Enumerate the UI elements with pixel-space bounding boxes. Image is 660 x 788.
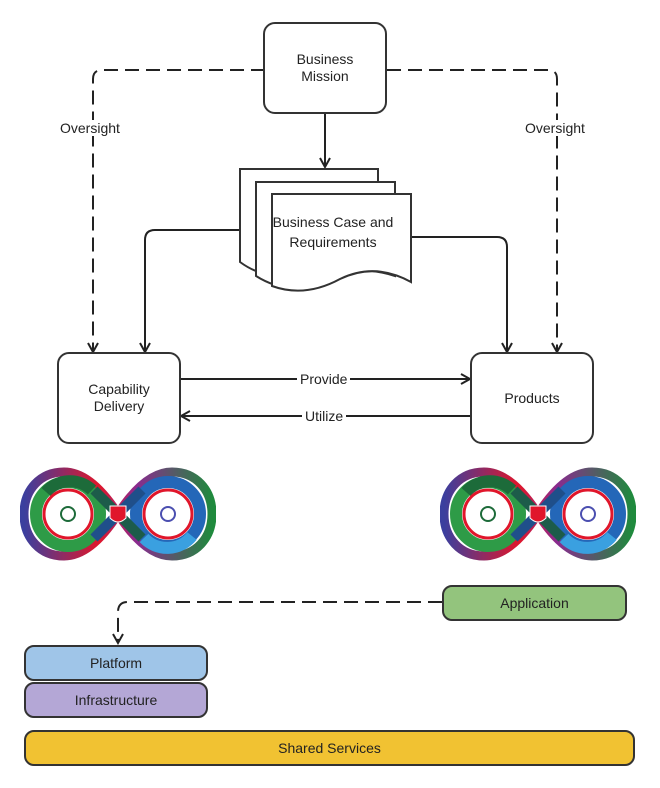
devsecops-loop-icon-right — [439, 466, 637, 562]
application-layer[interactable]: Application — [442, 585, 627, 621]
products-node[interactable]: Products — [470, 352, 594, 444]
oversight-right-label: Oversight — [522, 120, 588, 136]
application-to-platform-connector — [118, 601, 442, 643]
capability-delivery-node[interactable]: Capability Delivery — [57, 352, 181, 444]
oversight-right-connector — [387, 69, 557, 352]
business-mission-node[interactable]: Business Mission — [263, 22, 387, 114]
shared-services-layer[interactable]: Shared Services — [24, 730, 635, 766]
oversight-left-connector — [93, 69, 265, 352]
business-case-label: Business Case and Requirements — [272, 214, 394, 250]
business-case-document-stack[interactable] — [239, 168, 412, 292]
case-to-capability-connector — [145, 229, 240, 352]
provide-label: Provide — [297, 371, 351, 387]
oversight-left-label: Oversight — [57, 120, 123, 136]
infrastructure-layer[interactable]: Infrastructure — [24, 682, 208, 718]
case-to-products-connector — [411, 236, 507, 352]
platform-layer[interactable]: Platform — [24, 645, 208, 681]
utilize-label: Utilize — [302, 408, 347, 424]
devsecops-loop-icon-left — [19, 466, 217, 562]
